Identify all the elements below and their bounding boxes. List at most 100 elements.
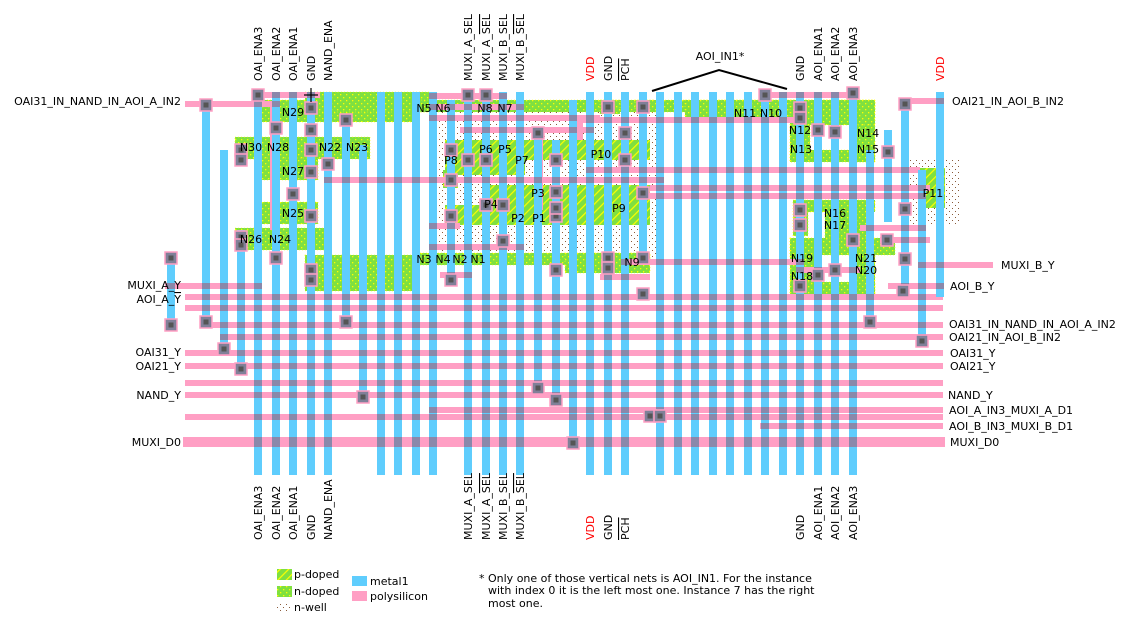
poly-metal-crossing (604, 350, 612, 356)
contact-center (203, 102, 209, 108)
transistor-label-n5: N5 (416, 102, 431, 115)
contact-center (832, 129, 838, 135)
right-net-label-text: MUXI_B_Y (1001, 259, 1055, 272)
contact-center (622, 157, 628, 163)
contact-center (553, 213, 559, 219)
poly-metal-crossing (744, 350, 752, 356)
poly-metal-crossing (866, 167, 874, 173)
poly-metal-crossing (796, 267, 804, 273)
transistor-label-n2: N2 (452, 253, 467, 266)
poly-metal-crossing (569, 350, 577, 356)
poly-metal-crossing (831, 294, 839, 300)
bottom-net-label: PCH (619, 517, 632, 540)
poly-metal-crossing (202, 283, 210, 289)
poly-metal-crossing (849, 437, 857, 447)
poly-metal-crossing (499, 294, 507, 300)
poly-metal-crossing (831, 380, 839, 386)
poly-metal-crossing (814, 92, 822, 98)
polysilicon-wire (760, 92, 850, 98)
metal1-wire (569, 100, 577, 445)
contact-center (797, 207, 803, 213)
transistor-label-n12: N12 (789, 124, 811, 137)
poly-metal-crossing (412, 380, 420, 386)
poly-metal-crossing (656, 437, 664, 447)
transistor-label-n22: N22 (319, 141, 341, 154)
poly-metal-crossing (534, 305, 542, 311)
poly-metal-crossing (307, 414, 315, 420)
contact-center (448, 147, 454, 153)
transistor-label-p2: P2 (511, 212, 525, 225)
transistor-label-n17: N17 (824, 219, 846, 232)
poly-metal-crossing (656, 380, 664, 386)
poly-metal-crossing (779, 437, 787, 447)
poly-metal-crossing (604, 294, 612, 300)
poly-metal-crossing (761, 193, 769, 199)
metal1-wire (744, 92, 752, 475)
metal1-wire (884, 130, 892, 222)
poly-metal-crossing (918, 237, 926, 243)
poly-metal-crossing (499, 350, 507, 356)
poly-metal-crossing (709, 193, 717, 199)
poly-metal-crossing (674, 437, 682, 447)
top-net-label-text: MUXI_A_ (480, 34, 493, 81)
poly-metal-crossing (464, 272, 472, 278)
poly-metal-crossing (726, 193, 734, 199)
metal1-wire (936, 92, 944, 297)
poly-metal-crossing (429, 104, 437, 110)
poly-metal-crossing (552, 380, 560, 386)
poly-metal-crossing (691, 117, 699, 123)
metal1-wire (220, 150, 228, 350)
right-net-label: MUXI_D0 (950, 436, 999, 449)
poly-metal-crossing (744, 334, 752, 340)
bottom-net-label: AOI_ENA1 (812, 486, 825, 540)
poly-metal-crossing (499, 104, 507, 110)
poly-metal-crossing (377, 414, 385, 420)
polysilicon-wire (577, 118, 583, 140)
poly-metal-crossing (674, 185, 682, 191)
left-net-label: OAI21_Y (136, 360, 182, 373)
poly-metal-crossing (709, 305, 717, 311)
poly-metal-crossing (691, 305, 699, 311)
poly-metal-crossing (272, 101, 280, 107)
top-net-label: OAI_ENA1 (287, 27, 300, 81)
poly-metal-crossing (569, 177, 577, 183)
top-net-label-text: VDD (584, 57, 597, 81)
left-net-label-text: OAI31_IN_NAND_IN_AOI_A_IN2 (14, 95, 181, 108)
poly-metal-crossing (394, 437, 402, 447)
poly-metal-crossing (220, 294, 228, 300)
bottom-net-label-text: MUXI_B_ (514, 493, 527, 540)
poly-metal-crossing (307, 305, 315, 311)
poly-metal-crossing (656, 259, 664, 265)
polysilicon-wire (185, 380, 943, 386)
poly-metal-crossing (674, 322, 682, 328)
poly-metal-crossing (552, 350, 560, 356)
poly-metal-crossing (849, 193, 857, 199)
poly-metal-crossing (307, 380, 315, 386)
poly-metal-crossing (289, 334, 297, 340)
poly-metal-crossing (272, 392, 280, 398)
poly-metal-crossing (272, 363, 280, 369)
poly-metal-crossing (796, 414, 804, 420)
poly-metal-crossing (621, 259, 629, 265)
poly-metal-crossing (394, 294, 402, 300)
transistor-label-p7: P7 (515, 154, 529, 167)
poly-metal-crossing (709, 117, 717, 123)
right-net-label-text: OAI21_Y (950, 360, 996, 373)
contact-center (238, 234, 244, 240)
poly-metal-crossing (779, 334, 787, 340)
poly-metal-crossing (499, 407, 507, 413)
poly-metal-crossing (464, 437, 472, 447)
poly-metal-crossing (412, 334, 420, 340)
poly-metal-crossing (831, 167, 839, 173)
crossing-layer (167, 92, 944, 447)
poly-metal-crossing (516, 392, 524, 398)
poly-metal-crossing (726, 305, 734, 311)
poly-metal-crossing (744, 322, 752, 328)
poly-metal-crossing (849, 392, 857, 398)
poly-metal-crossing (744, 363, 752, 369)
poly-metal-crossing (289, 437, 297, 447)
poly-metal-crossing (482, 115, 490, 121)
poly-metal-crossing (272, 92, 280, 98)
metal1-wire (674, 92, 682, 475)
poly-metal-crossing (377, 437, 385, 447)
